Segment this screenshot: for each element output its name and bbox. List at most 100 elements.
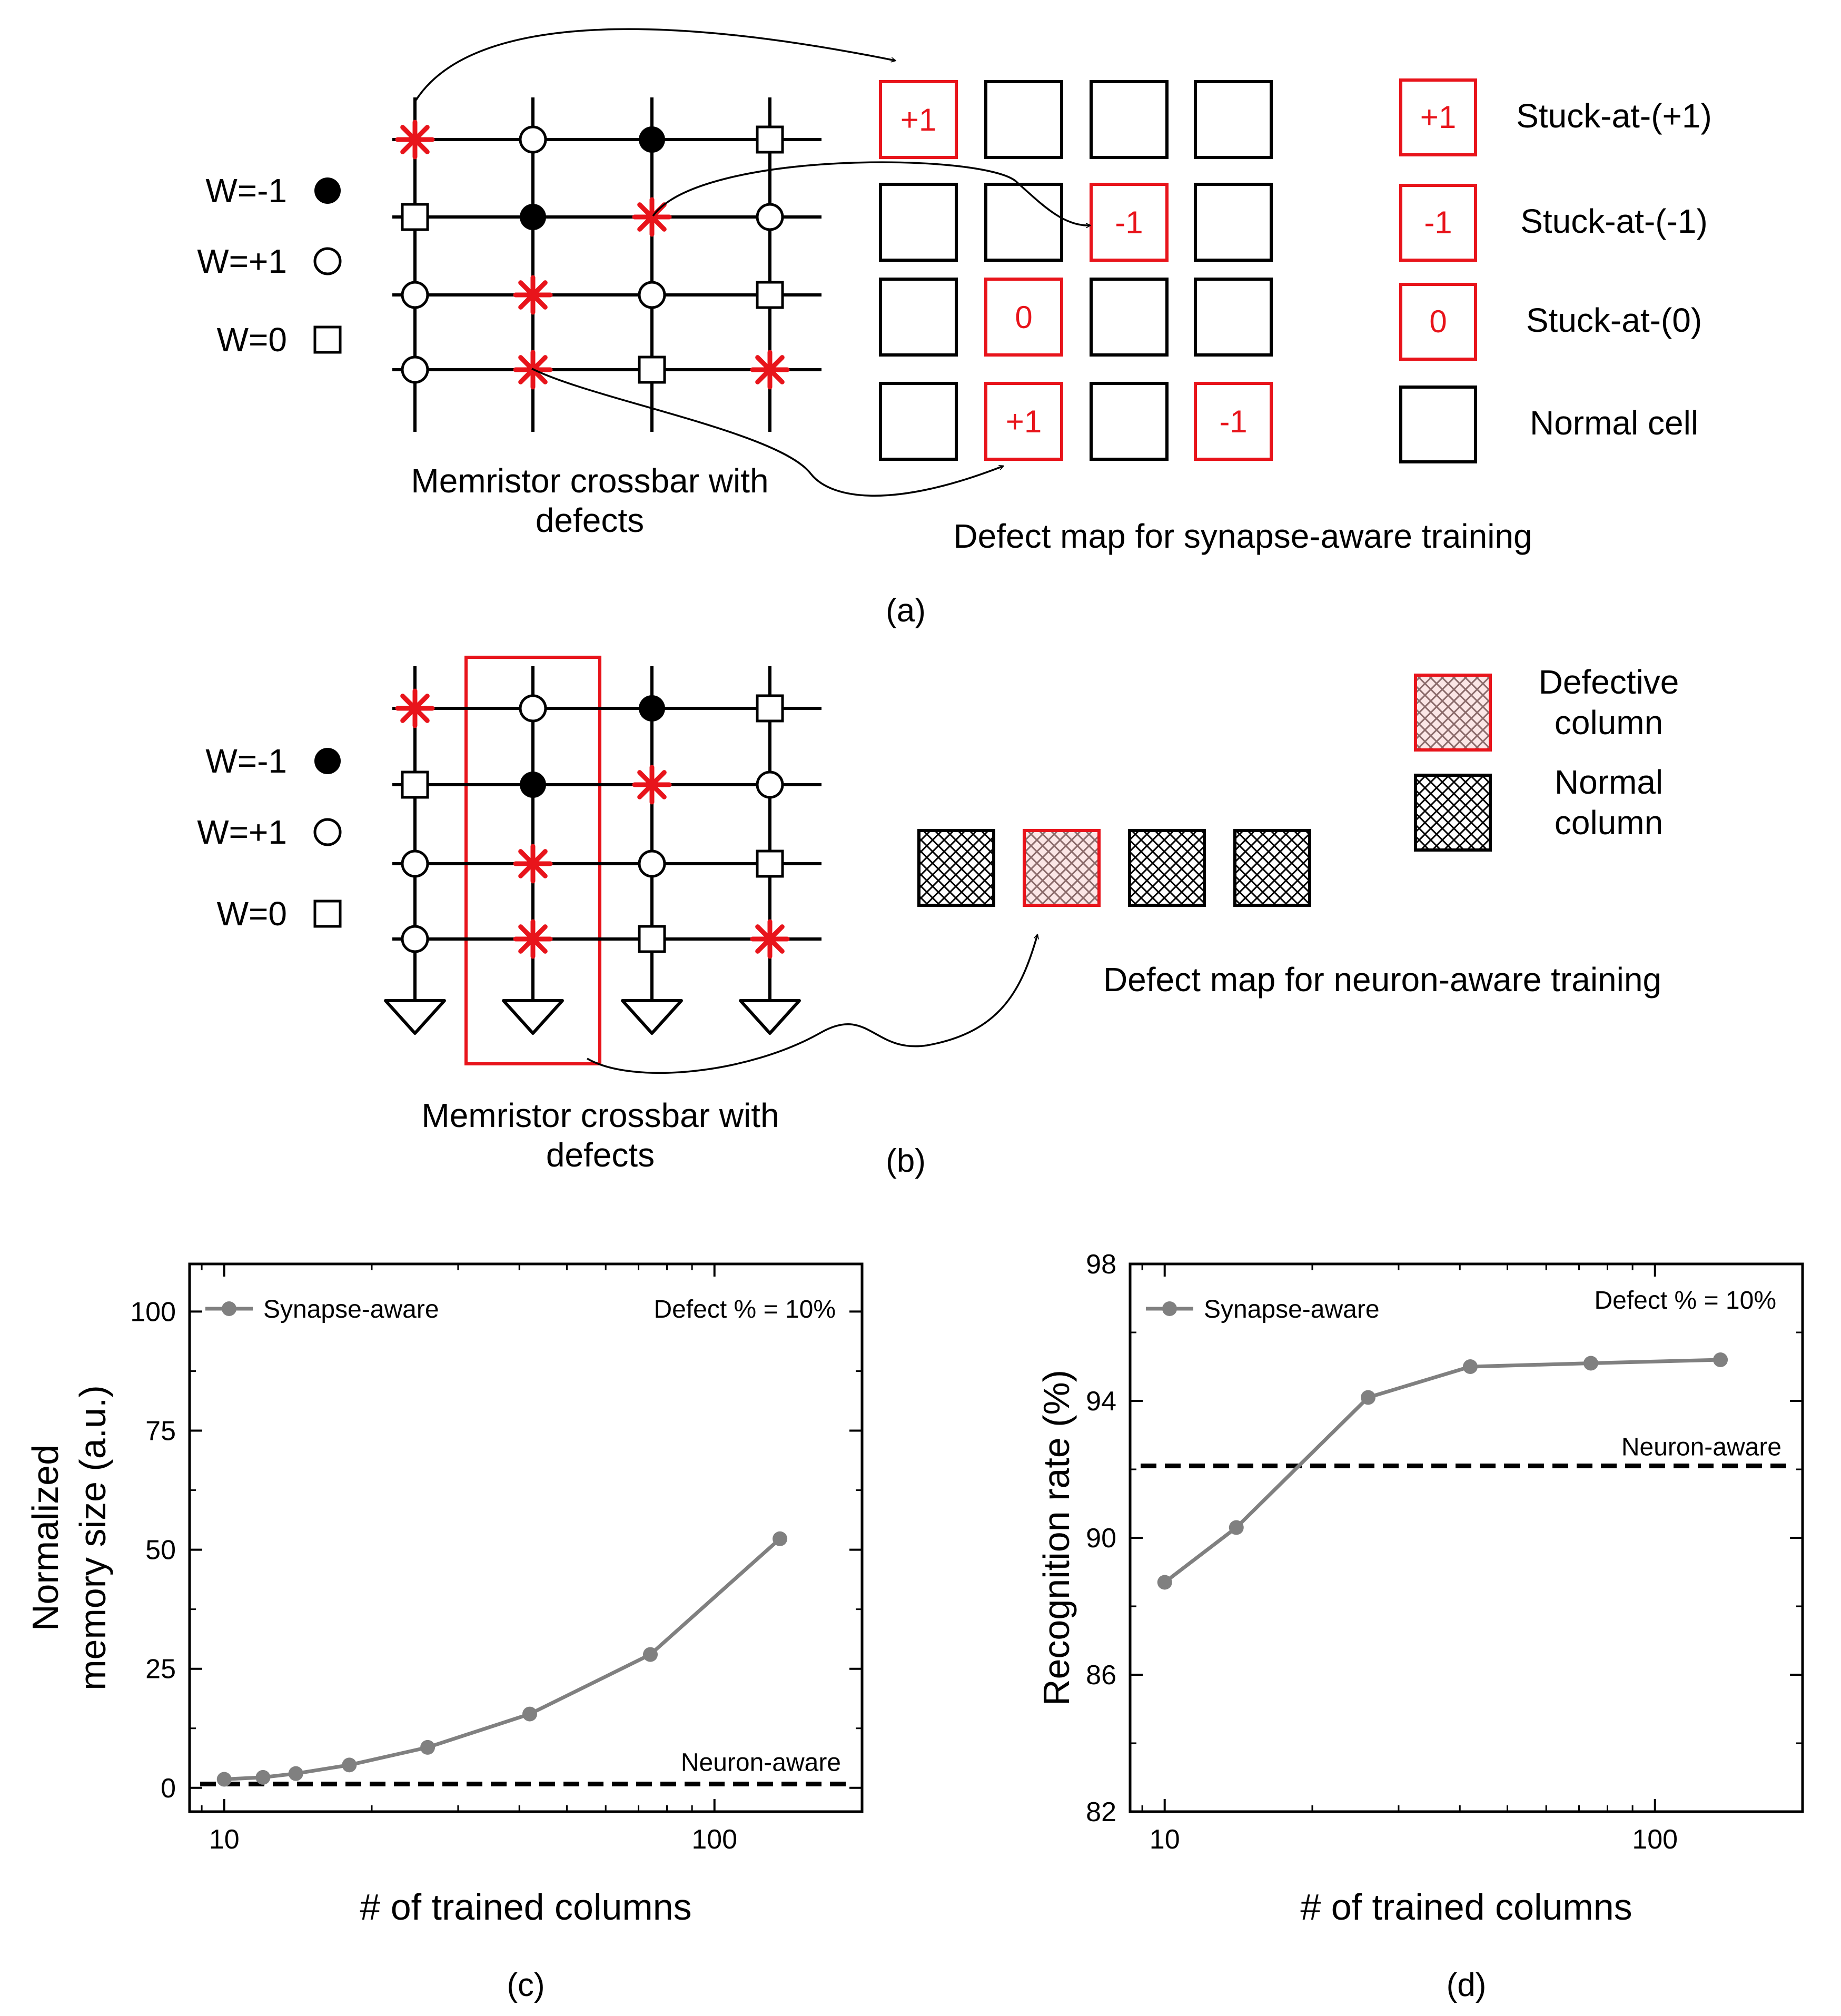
x-tick-label: 100: [691, 1824, 737, 1855]
defective-cell: [879, 80, 958, 159]
normal-column-cell: [1233, 829, 1311, 907]
cell-state-label: Stuck-at-(-1): [1520, 202, 1708, 240]
square-icon: [756, 849, 784, 878]
cell-value: 0: [1015, 300, 1032, 335]
y-tick-label: 25: [145, 1654, 176, 1685]
defective-column-swatch: [1414, 674, 1492, 752]
legend-label: Synapse-aware: [1204, 1296, 1380, 1323]
panel-label-a: (a): [886, 592, 926, 629]
open-circle-icon: [401, 355, 429, 384]
square-icon: [401, 203, 429, 231]
data-point: [216, 1772, 232, 1787]
normal-column-cell: [1128, 829, 1206, 907]
legend-label-line2: column: [1555, 804, 1663, 842]
weight-label: W=0: [217, 321, 287, 359]
open-circle-icon: [401, 281, 429, 309]
filled-circle-icon: [520, 204, 546, 230]
square-icon: [756, 125, 784, 154]
defective-column-cell: [1023, 829, 1101, 907]
cell-value: +1: [1006, 404, 1042, 439]
swatch-value: 0: [1429, 304, 1447, 339]
star-core: [409, 702, 421, 715]
filled-circle-icon: [314, 748, 341, 774]
cell-state-label: Stuck-at-(0): [1526, 301, 1702, 339]
weight-label: W=0: [217, 895, 287, 933]
star-core: [764, 363, 776, 376]
y-axis-label: Recognition rate (%): [1036, 1370, 1077, 1706]
y-axis-label-line1: Normalized: [25, 1445, 66, 1631]
normal-cell: [1090, 278, 1169, 357]
x-tick-label: 10: [209, 1824, 240, 1855]
open-circle-icon: [401, 925, 429, 953]
crossbar-caption-line1: Memristor crossbar with: [411, 462, 768, 500]
filled-circle-icon: [520, 772, 546, 798]
data-point: [420, 1740, 435, 1755]
defect-star-icon: [632, 765, 672, 805]
defect-star-icon: [750, 919, 790, 959]
neuron-triangle-icon: [384, 999, 446, 1035]
star-core: [764, 933, 776, 945]
neuron-triangle-icon: [621, 999, 683, 1035]
square-icon: [313, 325, 342, 354]
y-tick-label: 94: [1086, 1386, 1116, 1417]
open-circle-icon: [313, 247, 342, 275]
normal-cell: [1194, 80, 1273, 159]
star-core: [527, 933, 539, 945]
defect-star-icon: [395, 120, 435, 160]
normal-cell-swatch: [1399, 386, 1477, 463]
data-point: [1713, 1352, 1728, 1367]
filled-circle-icon: [639, 126, 665, 153]
y-tick-label: 98: [1086, 1249, 1116, 1280]
normal-cell: [1194, 278, 1273, 357]
data-point: [522, 1706, 537, 1722]
y-tick-label: 75: [145, 1416, 176, 1447]
cell-state-label: Stuck-at-(+1): [1516, 97, 1712, 135]
reference-line-label: Neuron-aware: [681, 1749, 841, 1777]
stuck-cell-swatch: [1399, 78, 1477, 156]
data-point: [1229, 1520, 1244, 1535]
normal-cell: [879, 382, 958, 461]
normal-column-cell: [917, 829, 995, 907]
data-point: [642, 1647, 658, 1662]
defect-star-icon: [513, 844, 553, 884]
open-circle-icon: [519, 694, 547, 723]
column-defect-map: [917, 829, 1311, 907]
weight-legend: W=-1W=+1W=0: [197, 742, 342, 933]
cell-value: +1: [900, 102, 936, 137]
defective-cell: [1194, 382, 1273, 461]
normal-cell: [984, 80, 1063, 159]
open-circle-icon: [638, 849, 666, 878]
defect-map-caption: Defect map for neuron-aware training: [1103, 961, 1661, 999]
y-tick-label: 82: [1086, 1797, 1116, 1827]
cell-value: -1: [1115, 205, 1143, 240]
legend-marker: [222, 1301, 236, 1316]
normal-cell: [1194, 183, 1273, 262]
stuck-cell-swatch: [1399, 283, 1477, 361]
plot-frame: [1129, 1262, 1804, 1813]
normal-column-swatch: [1414, 774, 1492, 852]
defect-annotation: Defect % = 10%: [654, 1296, 836, 1323]
defective-cell: [984, 382, 1063, 461]
defect-map: +1-10+1-1: [879, 80, 1273, 461]
defect-map-caption: Defect map for synapse-aware training: [953, 517, 1532, 555]
star-core: [409, 133, 421, 146]
data-point: [1157, 1575, 1172, 1590]
legend-marker: [1162, 1301, 1177, 1316]
x-axis-label: # of trained columns: [360, 1886, 691, 1928]
data-point: [1583, 1356, 1598, 1371]
weight-label: W=-1: [205, 172, 287, 210]
crossbar-caption-line2: defects: [536, 501, 644, 539]
open-circle-icon: [313, 818, 342, 846]
panel-label-b: (b): [886, 1143, 926, 1179]
memristor-crossbar: [384, 656, 821, 1065]
data-point: [1462, 1359, 1478, 1374]
swatch-value: -1: [1424, 205, 1452, 240]
weight-label: W=+1: [197, 813, 287, 851]
open-circle-icon: [401, 849, 429, 878]
synapse-aware-line: [1163, 1358, 1721, 1584]
crossbar-caption-line2: defects: [546, 1136, 655, 1174]
legend-label-line1: Normal: [1555, 763, 1663, 801]
panel-label: (d): [1447, 1967, 1487, 2003]
square-icon: [313, 900, 342, 928]
